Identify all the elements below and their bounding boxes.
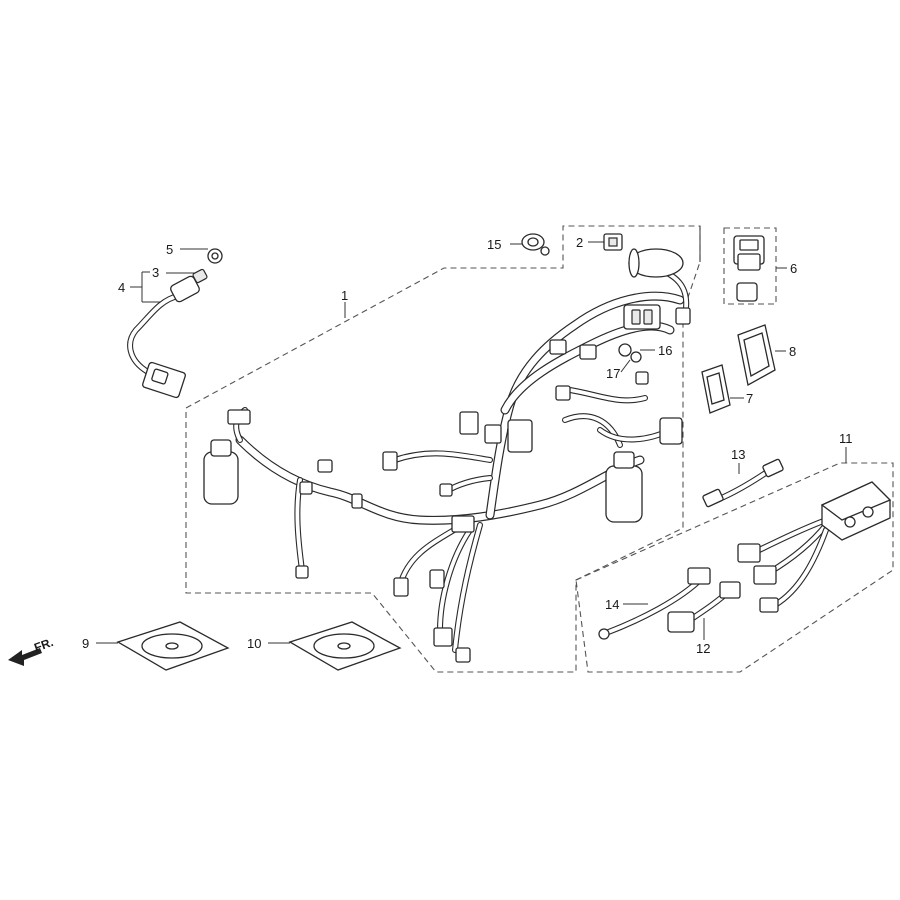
front-direction-indicator: FR.	[8, 635, 55, 666]
callout-11: 11	[839, 431, 853, 446]
callout-16: 16	[658, 343, 672, 358]
ground-cable-part14	[598, 567, 711, 640]
callout-8: 8	[789, 344, 796, 359]
callout-7: 7	[746, 391, 753, 406]
connector-part2	[603, 233, 623, 251]
front-label: FR.	[32, 635, 55, 655]
relay-cover-part8	[737, 324, 776, 387]
callout-12: 12	[696, 641, 710, 656]
callout-5: 5	[166, 242, 173, 257]
manual-disc-part9	[116, 621, 230, 671]
sub-harness-group-outline	[575, 462, 894, 673]
sensor-assembly-part4	[127, 248, 223, 399]
callout-14: 14	[605, 597, 619, 612]
callout-15: 15	[487, 237, 501, 252]
callout-2: 2	[576, 235, 583, 250]
callout-10: 10	[247, 636, 261, 651]
manual-disc-part10	[288, 621, 402, 671]
callout-4: 4	[118, 280, 125, 295]
front-arrow-icon	[8, 648, 42, 666]
callout-1: 1	[341, 288, 348, 303]
relay-cover-part7	[701, 364, 731, 414]
cable-part13	[702, 458, 784, 508]
grommet-part15	[521, 233, 550, 256]
harness-group-outline	[185, 225, 701, 673]
callout-13: 13	[731, 447, 745, 462]
relay-part6	[733, 235, 765, 302]
callout-3: 3	[152, 265, 159, 280]
main-wire-harness-part1	[203, 248, 691, 663]
adapter-harness-part12	[667, 581, 741, 633]
callout-6: 6	[790, 261, 797, 276]
relay-group-outline	[723, 227, 777, 305]
callout-labels: 1 2 3 4 5 6 7 8 9 10 11 12 13 14 15 16 1…	[82, 235, 853, 656]
leader-lines	[96, 226, 847, 644]
callout-17: 17	[606, 366, 620, 381]
accessory-unit-part11	[737, 481, 892, 613]
callout-9: 9	[82, 636, 89, 651]
